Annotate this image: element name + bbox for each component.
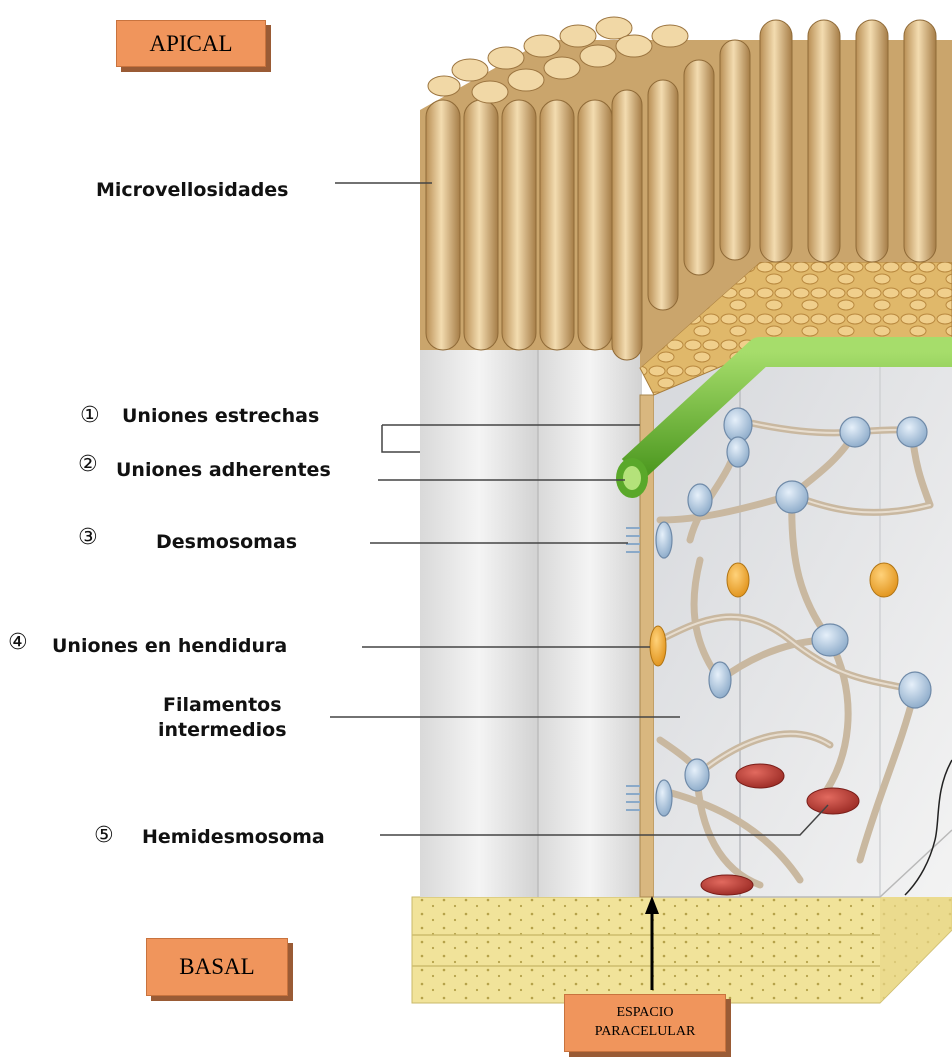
gap-junctions-label: Uniones en hendidura <box>52 634 287 659</box>
apical-text: APICAL <box>149 31 232 57</box>
cell-left-front <box>420 350 642 897</box>
desmosomes-label: Desmosomas <box>156 530 297 555</box>
apical-region-label: APICAL <box>116 20 266 67</box>
paracellular-line-1: ESPACIO <box>616 1004 673 1023</box>
basal-text: BASAL <box>179 954 254 980</box>
adherens-junctions-label: Uniones adherentes <box>116 458 331 483</box>
desmosomes-number: ③ <box>78 525 98 550</box>
hemidesmosome-label: Hemidesmosoma <box>142 825 325 850</box>
microvilli-label: Microvellosidades <box>96 178 289 203</box>
tight-junctions-label: Uniones estrechas <box>122 404 319 429</box>
basal-region-label: BASAL <box>146 938 288 996</box>
paracellular-space-label: ESPACIO PARACELULAR <box>564 994 726 1052</box>
intermediate-filaments-line-1: Filamentos <box>158 693 287 718</box>
gap-junctions-number: ④ <box>8 630 28 655</box>
intermediate-filaments-line-2: intermedios <box>158 718 287 743</box>
adherens-junctions-number: ② <box>78 452 98 477</box>
tight-junctions-number: ① <box>80 403 100 428</box>
hemidesmosome-number: ⑤ <box>94 823 114 848</box>
paracellular-line-2: PARACELULAR <box>595 1023 696 1042</box>
intermediate-filaments-label: Filamentos intermedios <box>158 693 287 742</box>
